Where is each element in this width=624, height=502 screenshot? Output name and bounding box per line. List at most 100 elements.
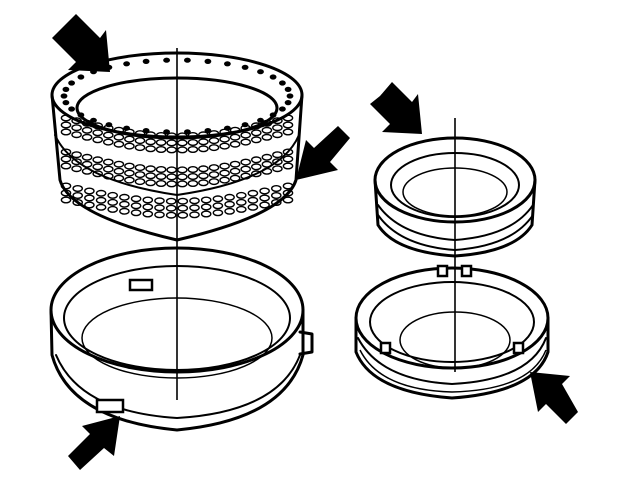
cage-roller bbox=[124, 135, 135, 143]
cage-roller bbox=[219, 169, 230, 177]
cage-roller bbox=[92, 122, 103, 130]
cage-roller bbox=[272, 158, 283, 166]
cage-roller bbox=[119, 200, 130, 208]
cage-roller bbox=[103, 138, 114, 146]
cage-roller bbox=[208, 171, 220, 179]
cage-roller bbox=[212, 202, 224, 210]
cage-roller bbox=[282, 114, 294, 122]
cage-roller bbox=[189, 197, 200, 205]
cage-roller bbox=[107, 205, 118, 213]
cage-roller bbox=[60, 182, 72, 190]
cage-hole bbox=[60, 93, 68, 99]
cage-roller bbox=[103, 124, 114, 132]
cage-roller bbox=[219, 128, 230, 136]
cage-hole bbox=[142, 58, 150, 64]
cage-roller bbox=[219, 162, 230, 170]
cage-roller bbox=[107, 191, 118, 199]
cage-roller bbox=[155, 131, 167, 139]
cage-roller bbox=[113, 167, 125, 175]
cage-roller bbox=[81, 119, 93, 127]
cage-hole bbox=[62, 100, 70, 106]
cage-roller bbox=[212, 209, 224, 217]
cage-hole bbox=[279, 80, 286, 86]
cage-roller bbox=[142, 210, 154, 218]
cage-roller bbox=[60, 128, 72, 136]
cage-roller bbox=[200, 210, 212, 218]
cage-roller bbox=[81, 126, 93, 134]
cage-roller bbox=[84, 187, 95, 195]
cage-roller bbox=[198, 172, 209, 180]
cage-roller bbox=[235, 191, 247, 199]
cage-roller bbox=[282, 189, 294, 197]
cage-roller bbox=[208, 137, 220, 145]
cage-roller bbox=[219, 142, 230, 150]
cage-roller bbox=[103, 165, 114, 173]
cage-roller bbox=[92, 136, 103, 144]
cage-roller bbox=[198, 165, 209, 173]
cage-roller bbox=[229, 133, 241, 141]
cage-roller bbox=[282, 148, 294, 156]
cage-hole bbox=[241, 64, 249, 70]
cage-hole bbox=[68, 80, 75, 86]
cage-roller bbox=[92, 129, 103, 137]
cage-roller bbox=[270, 198, 282, 206]
cage-roller bbox=[250, 136, 262, 144]
cage-roller bbox=[119, 193, 130, 201]
cage-roller bbox=[250, 170, 262, 178]
cage-roller bbox=[81, 133, 93, 141]
cage-roller bbox=[142, 196, 154, 204]
cage-hole bbox=[77, 74, 85, 80]
housing-lug bbox=[379, 341, 392, 355]
cage-roller bbox=[145, 179, 156, 187]
cage-roller bbox=[81, 167, 93, 175]
cage-roller bbox=[72, 184, 83, 192]
cage-roller bbox=[229, 140, 241, 148]
cage-roller bbox=[113, 126, 125, 134]
cage-roller bbox=[176, 139, 188, 147]
cage-hole bbox=[123, 61, 130, 67]
cage-roller bbox=[176, 146, 188, 154]
cage-roller bbox=[247, 189, 259, 197]
cage-roller bbox=[282, 182, 294, 190]
cage-roller bbox=[240, 165, 251, 173]
cage-roller bbox=[60, 162, 72, 170]
cage-roller bbox=[189, 204, 200, 212]
cage-roller bbox=[229, 167, 241, 175]
cage-hole bbox=[279, 106, 286, 112]
cage-roller bbox=[187, 165, 199, 173]
cage-roller bbox=[165, 197, 177, 205]
cage-hole bbox=[184, 57, 191, 63]
cage-roller bbox=[154, 211, 165, 219]
cage-roller bbox=[71, 131, 82, 139]
cage-roller bbox=[95, 203, 107, 211]
cage-roller bbox=[124, 128, 135, 136]
cage-hole bbox=[204, 58, 212, 64]
cage-roller bbox=[229, 160, 241, 168]
cage-hole bbox=[286, 93, 294, 99]
cage-roller bbox=[272, 124, 283, 132]
cage-roller bbox=[81, 160, 93, 168]
cage-roller bbox=[72, 198, 83, 206]
cage-roller bbox=[282, 162, 294, 170]
cage-roller bbox=[155, 172, 167, 180]
cage-roller bbox=[282, 121, 294, 129]
cage-roller bbox=[124, 142, 135, 150]
cage-roller bbox=[165, 211, 177, 219]
cage-roller bbox=[240, 124, 251, 132]
cage-roller bbox=[187, 145, 199, 153]
cage-roller bbox=[250, 156, 262, 164]
cage-roller bbox=[165, 204, 177, 212]
cage-roller bbox=[113, 133, 125, 141]
cage-roller bbox=[145, 165, 156, 173]
cage-roller bbox=[95, 196, 107, 204]
cage-hole bbox=[269, 112, 277, 118]
cage-roller bbox=[71, 165, 82, 173]
cage-roller bbox=[166, 173, 177, 181]
cage-roller bbox=[240, 138, 251, 146]
cage-roller bbox=[198, 179, 209, 187]
cage-roller bbox=[208, 178, 220, 186]
cage-roller bbox=[261, 160, 273, 168]
cage-roller bbox=[134, 164, 146, 172]
cage-roller bbox=[240, 172, 251, 180]
